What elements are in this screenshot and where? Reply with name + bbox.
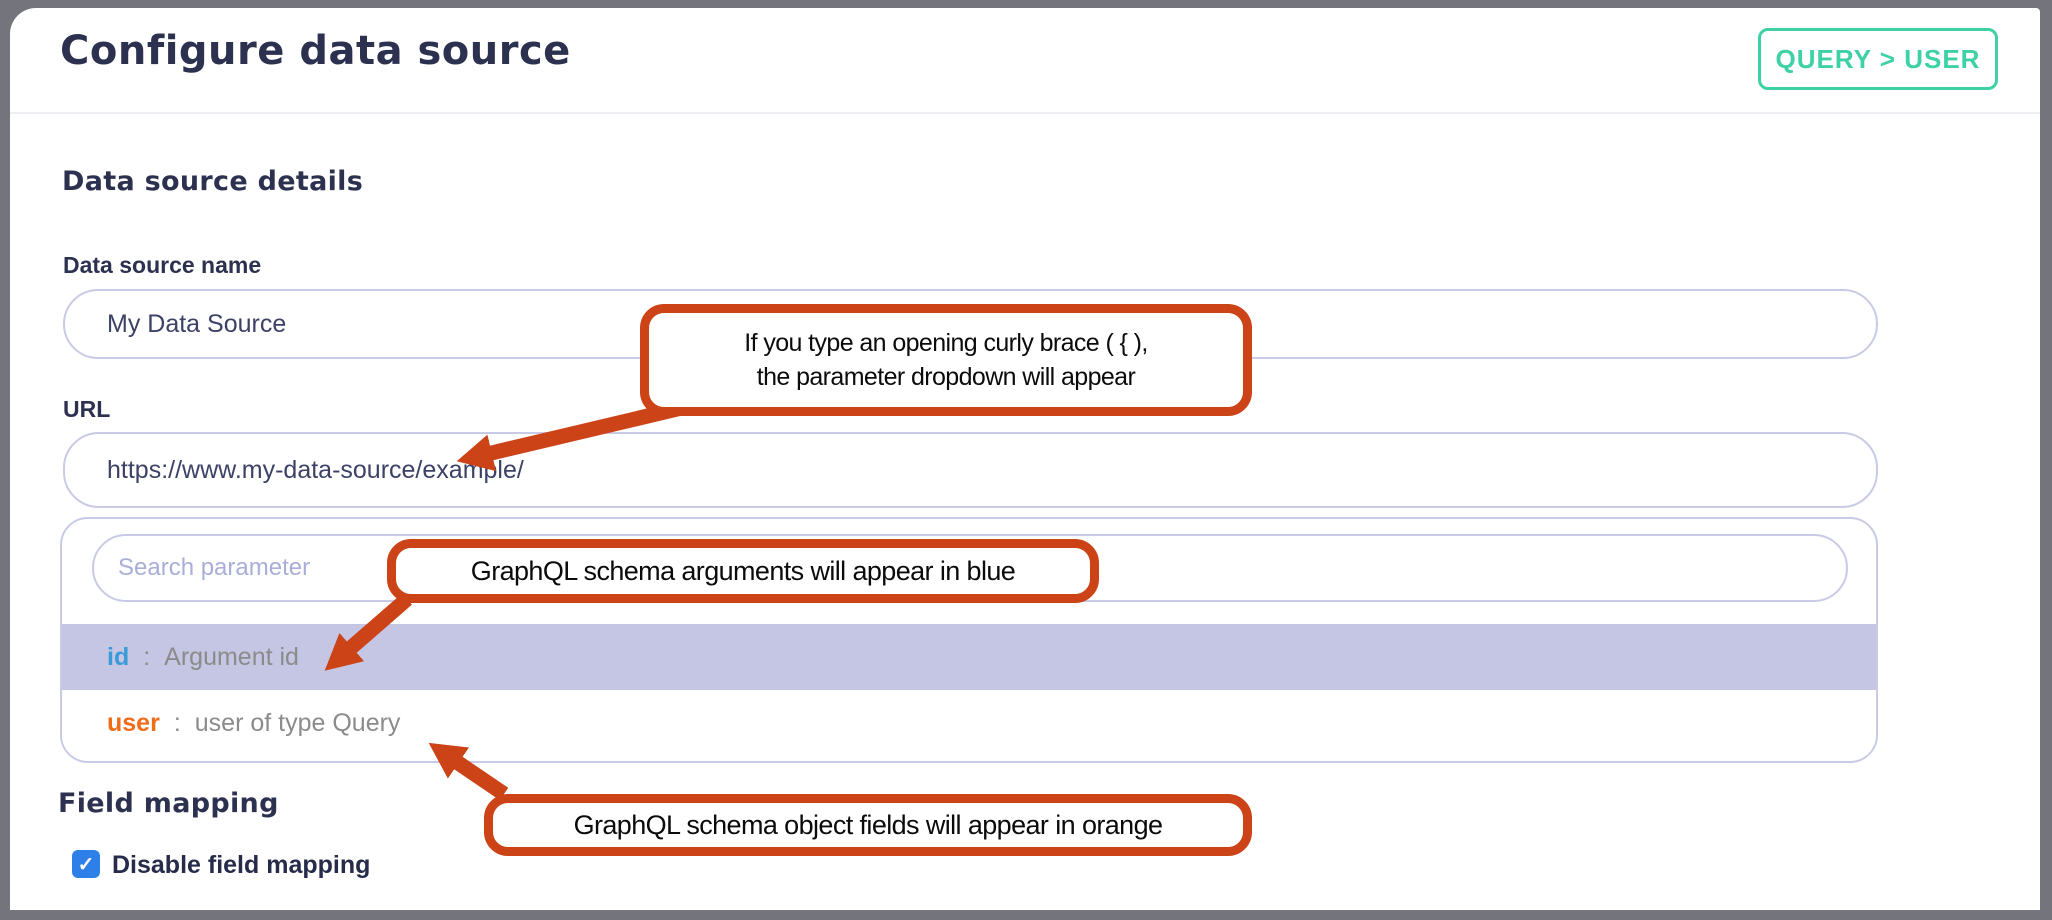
object-field-description: user of type Query [194, 708, 401, 737]
header-divider [10, 112, 2040, 114]
section-heading-field-mapping: Field mapping [58, 788, 279, 819]
callout-line: GraphQL schema object fields will appear… [573, 809, 1163, 840]
configure-data-source-panel: Configure data source QUERY > USER Data … [10, 8, 2040, 910]
colon-separator: : [173, 708, 181, 737]
page-title: Configure data source [60, 28, 571, 74]
url-label: URL [63, 396, 111, 422]
data-source-name-label: Data source name [63, 252, 262, 278]
disable-field-mapping-label: Disable field mapping [112, 851, 371, 879]
annotation-callout-curly-brace: If you type an opening curly brace ( { )… [640, 304, 1252, 416]
section-heading-data-source-details: Data source details [62, 166, 364, 197]
query-path-button[interactable]: QUERY > USER [1758, 28, 1998, 90]
arrow-to-user-row [428, 742, 509, 801]
colon-separator: : [143, 642, 151, 671]
dropdown-item-id[interactable]: id : Argument id [62, 624, 1876, 690]
object-field-name: user [107, 708, 160, 737]
callout-line: GraphQL schema arguments will appear in … [470, 555, 1016, 586]
argument-name: id [107, 642, 130, 671]
dropdown-item-user[interactable]: user : user of type Query [62, 690, 1876, 756]
annotation-callout-object-fields-orange: GraphQL schema object fields will appear… [484, 794, 1252, 856]
disable-field-mapping-checkbox[interactable]: ✓ [72, 850, 100, 878]
callout-line: the parameter dropdown will appear [756, 363, 1136, 391]
argument-description: Argument id [164, 642, 299, 671]
annotation-callout-arguments-blue: GraphQL schema arguments will appear in … [387, 539, 1099, 603]
checkmark-icon: ✓ [77, 853, 95, 876]
callout-line: If you type an opening curly brace ( { )… [744, 328, 1148, 357]
url-input[interactable] [63, 432, 1878, 508]
